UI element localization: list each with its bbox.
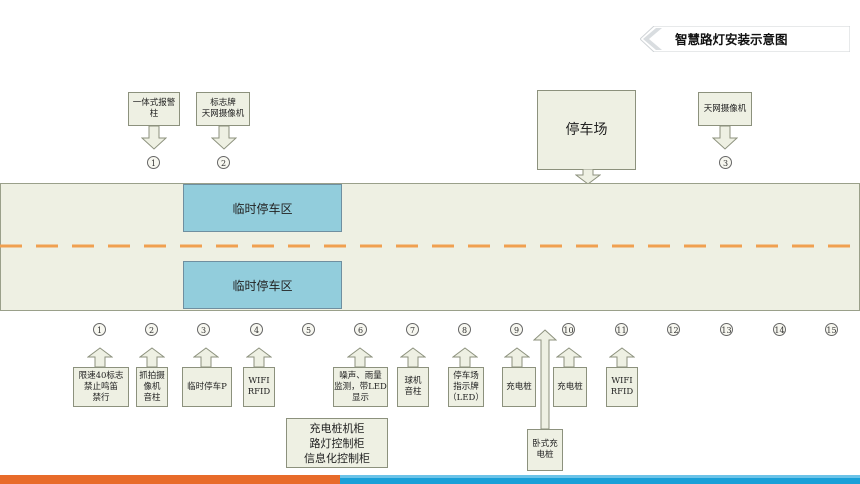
marker-bottom-8: 8	[458, 323, 471, 336]
callout-label: 停车场 指示牌 （LED）	[448, 370, 484, 403]
callout-label: 充电桩	[557, 381, 583, 392]
up-arrow-icon	[504, 347, 530, 367]
footer-bar	[0, 475, 860, 484]
callout-label: 临时停车P	[187, 381, 227, 392]
callout-label: 卧式充 电桩	[532, 439, 558, 460]
callout-temp-parking: 临时停车P	[182, 367, 232, 407]
callout-label: 球机 音柱	[404, 376, 422, 397]
temp-parking-zone-bottom: 临时停车区	[183, 261, 342, 309]
callout-parking-sign-led: 停车场 指示牌 （LED）	[448, 367, 484, 407]
marker-bottom-6: 6	[354, 323, 367, 336]
marker-bottom-12: 12	[667, 323, 680, 336]
up-arrow-icon	[347, 347, 373, 367]
marker-bottom-15: 15	[825, 323, 838, 336]
parking-lot-box: 停车场	[537, 90, 636, 170]
up-arrow-icon	[400, 347, 426, 367]
up-arrow-icon	[193, 347, 219, 367]
lane-divider	[0, 244, 860, 248]
marker-top-3: 3	[719, 156, 732, 169]
marker-top-2: 2	[217, 156, 230, 169]
control-cabinet-box: 充电桩机柜 路灯控制柜 信息化控制柜	[286, 418, 388, 468]
up-arrow-icon	[246, 347, 272, 367]
marker-bottom-9: 9	[510, 323, 523, 336]
callout-dome-camera: 球机 音柱	[397, 367, 429, 407]
long-up-arrow-icon	[533, 329, 557, 429]
marker-bottom-2: 2	[145, 323, 158, 336]
marker-bottom-1: 1	[93, 323, 106, 336]
down-arrow-icon	[712, 126, 738, 150]
temp-parking-zone-top: 临时停车区	[183, 184, 342, 232]
callout-speed-limit-sign: 限速40标志 禁止鸣笛 禁行	[73, 367, 129, 407]
marker-bottom-3: 3	[197, 323, 210, 336]
parking-label: 停车场	[565, 121, 608, 138]
down-arrow-icon	[575, 169, 601, 185]
marker-bottom-11: 11	[615, 323, 628, 336]
callout-label: 噪声、雨量 监测，带LED 显示	[334, 370, 387, 403]
callout-label: 一体式报警柱	[132, 98, 176, 119]
callout-label: WIFI RFID	[610, 376, 634, 397]
footer-accent-light	[340, 475, 860, 478]
footer-accent	[0, 475, 340, 484]
diagram-title: 智慧路灯安装示意图	[675, 32, 788, 47]
up-arrow-icon	[556, 347, 582, 367]
up-arrow-icon	[452, 347, 478, 367]
marker-bottom-5: 5	[302, 323, 315, 336]
up-arrow-icon	[87, 347, 113, 367]
marker-bottom-13: 13	[720, 323, 733, 336]
callout-alarm-pillar: 一体式报警柱	[128, 92, 180, 126]
callout-sign-camera: 标志牌 天网摄像机	[196, 92, 250, 126]
callout-label: WIFI RFID	[247, 376, 271, 397]
up-arrow-icon	[139, 347, 165, 367]
zone-label: 临时停车区	[232, 278, 293, 293]
callout-capture-camera: 抓拍摄 像机 音柱	[136, 367, 168, 407]
callout-label: 限速40标志 禁止鸣笛 禁行	[78, 370, 124, 403]
down-arrow-icon	[211, 126, 237, 150]
road	[0, 183, 860, 311]
header-tab	[640, 26, 850, 52]
callout-wifi-rfid: WIFI RFID	[243, 367, 275, 407]
marker-bottom-4: 4	[250, 323, 263, 336]
callout-charging-pile-1: 充电桩	[502, 367, 536, 407]
callout-wifi-rfid-2: WIFI RFID	[606, 367, 638, 407]
down-arrow-icon	[141, 126, 167, 150]
callout-label: 天网摄像机	[703, 103, 747, 114]
marker-bottom-7: 7	[406, 323, 419, 336]
cabinet-label: 充电桩机柜 路灯控制柜 信息化控制柜	[304, 421, 370, 465]
marker-top-1: 1	[147, 156, 160, 169]
up-arrow-icon	[609, 347, 635, 367]
zone-label: 临时停车区	[232, 201, 293, 216]
marker-bottom-14: 14	[773, 323, 786, 336]
callout-label: 标志牌 天网摄像机	[201, 98, 245, 119]
callout-label: 充电桩	[506, 381, 532, 392]
callout-label: 抓拍摄 像机 音柱	[139, 370, 165, 403]
callout-ground-charger: 卧式充 电桩	[527, 429, 563, 471]
callout-sky-camera: 天网摄像机	[698, 92, 752, 126]
callout-noise-rain-monitor: 噪声、雨量 监测，带LED 显示	[333, 367, 388, 407]
callout-charging-pile-2: 充电桩	[553, 367, 587, 407]
marker-bottom-10: 10	[562, 323, 575, 336]
